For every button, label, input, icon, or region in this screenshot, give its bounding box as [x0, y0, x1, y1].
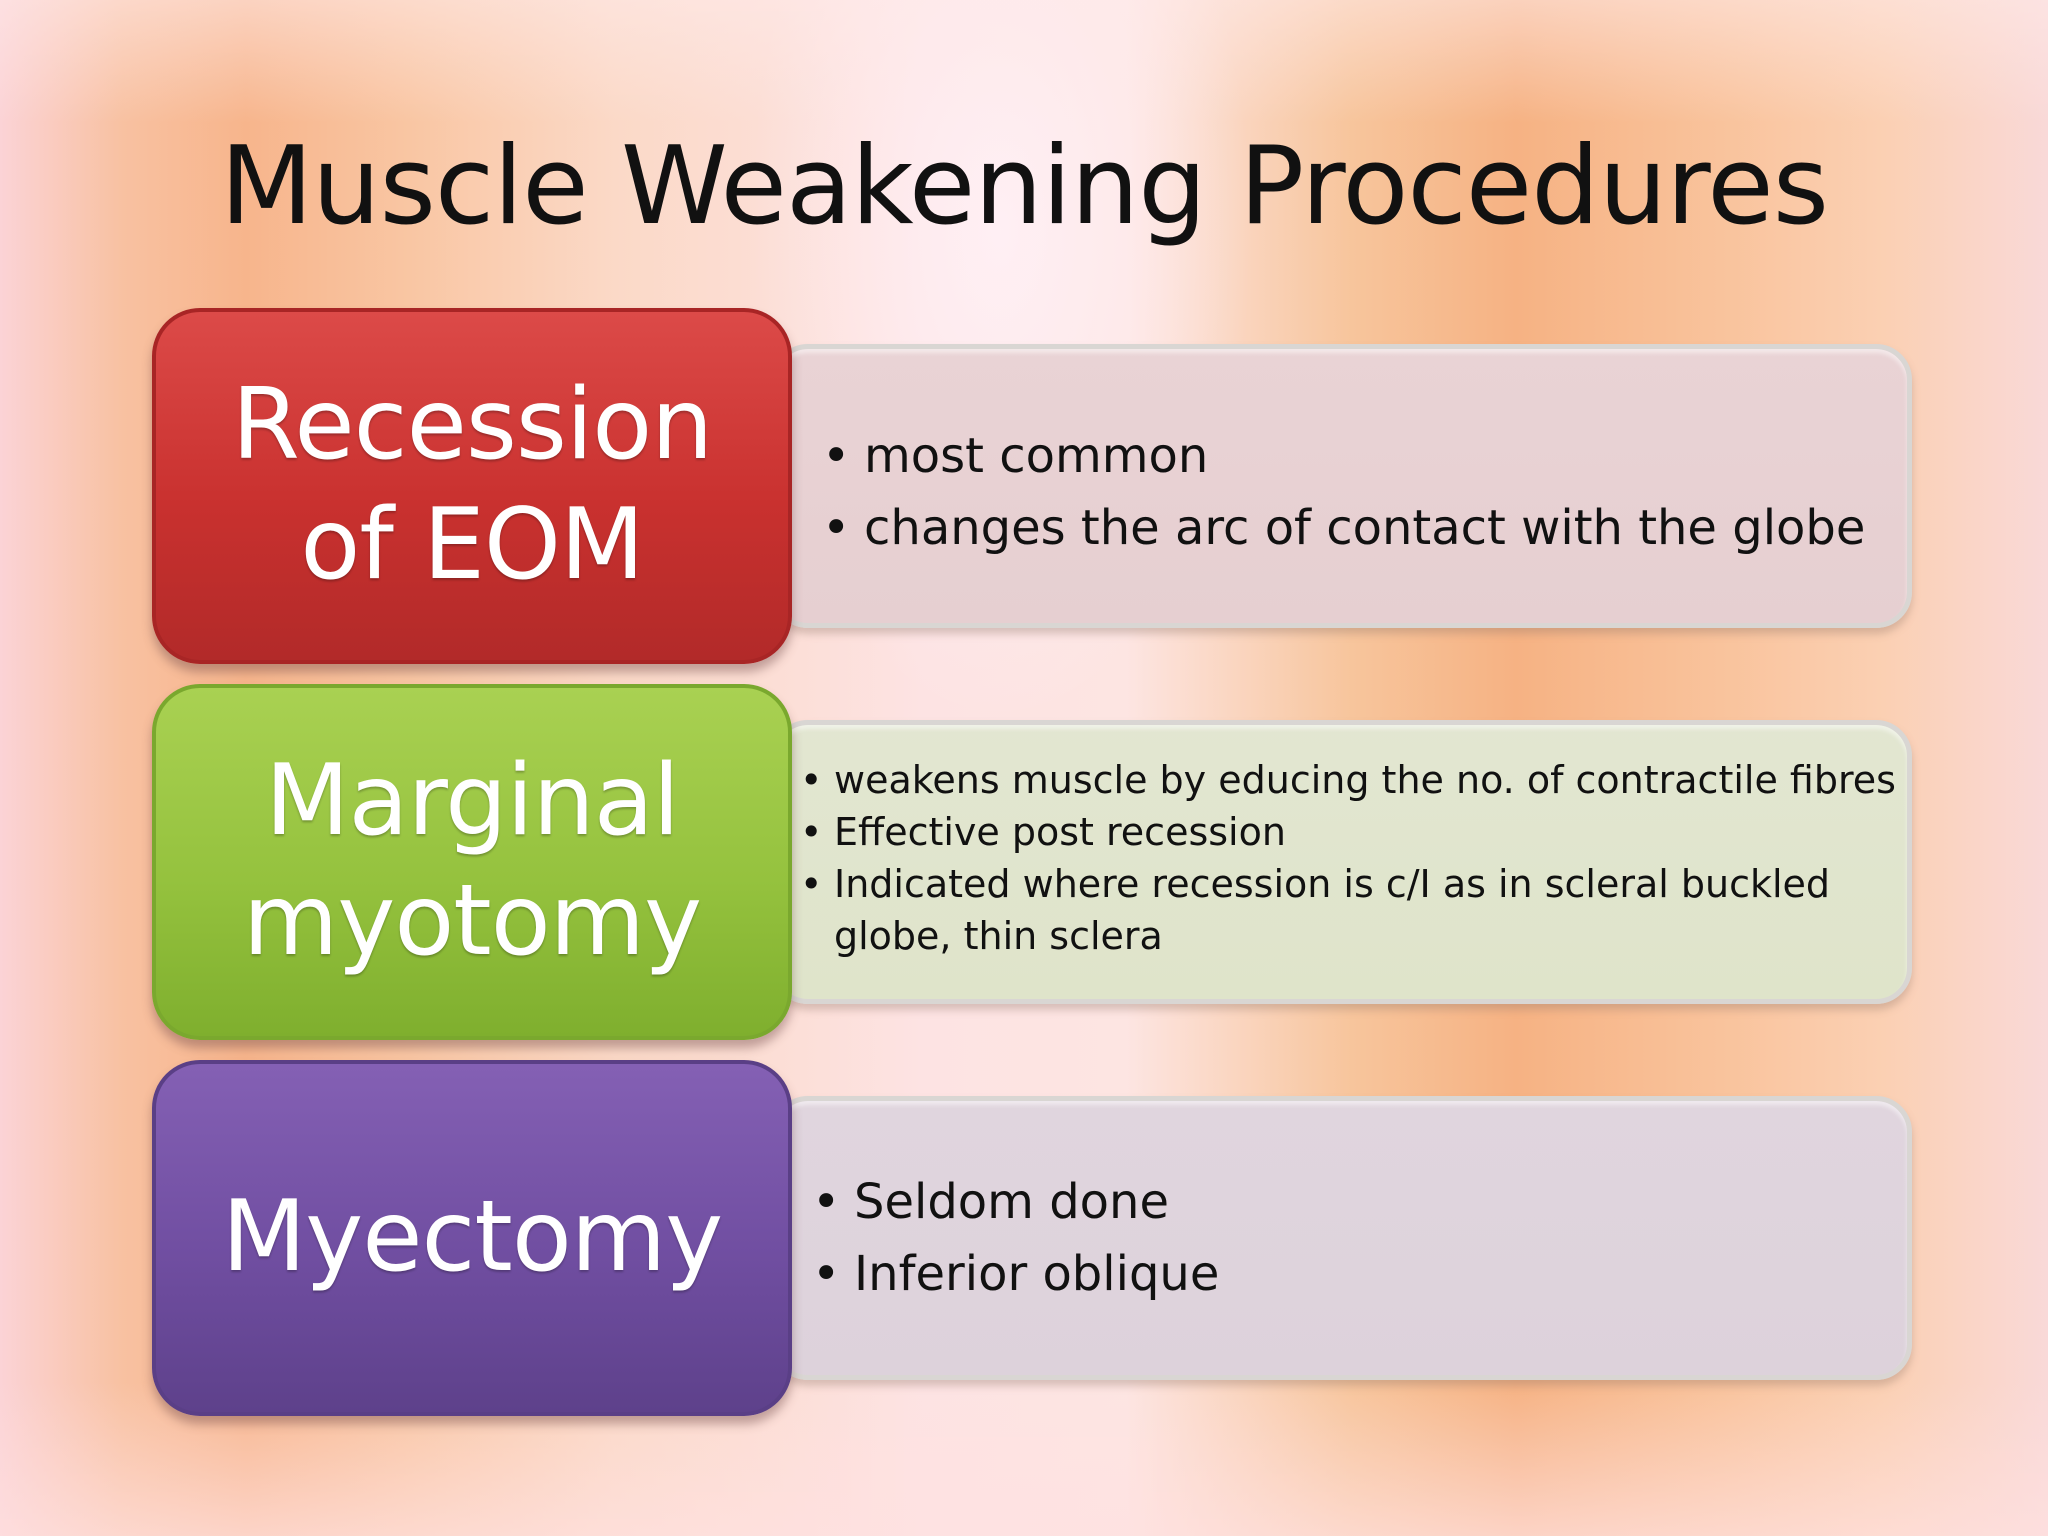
bullet-item: Inferior oblique	[802, 1238, 1219, 1310]
label-line-2: myotomy	[242, 864, 702, 978]
label-text-marginal-myotomy: Marginal myotomy	[242, 742, 702, 981]
bullet-item: most common	[812, 420, 1865, 492]
slide-title: Muscle Weakening Procedures	[220, 124, 1829, 249]
procedure-row-myectomy: Myectomy Seldom done Inferior oblique	[152, 1060, 1932, 1416]
procedure-row-recession: Recession of EOM most common changes the…	[152, 308, 1932, 664]
bullet-list-marginal-myotomy: weakens muscle by educing the no. of con…	[796, 754, 1932, 962]
label-line-2: of EOM	[300, 488, 644, 602]
label-line-1: Marginal	[264, 744, 680, 859]
bullet-item: changes the arc of contact with the glob…	[812, 492, 1865, 564]
label-box-myectomy: Myectomy	[152, 1060, 792, 1416]
label-box-recession: Recession of EOM	[152, 308, 792, 664]
label-text-myectomy: Myectomy	[221, 1178, 724, 1298]
label-line-1: Myectomy	[221, 1180, 724, 1295]
label-box-marginal-myotomy: Marginal myotomy	[152, 684, 792, 1040]
bullet-list-recession: most common changes the arc of contact w…	[812, 420, 1865, 564]
label-line-1: Recession	[231, 368, 714, 483]
procedure-row-marginal-myotomy: Marginal myotomy weakens muscle by educi…	[152, 684, 1932, 1040]
bullet-list-myectomy: Seldom done Inferior oblique	[802, 1166, 1219, 1310]
label-text-recession: Recession of EOM	[231, 366, 714, 605]
bullet-item: Indicated where recession is c/I as in s…	[796, 858, 1932, 962]
bullet-item: Effective post recession	[796, 806, 1932, 858]
bullet-item: Seldom done	[802, 1166, 1219, 1238]
bullet-item: weakens muscle by educing the no. of con…	[796, 754, 1932, 806]
